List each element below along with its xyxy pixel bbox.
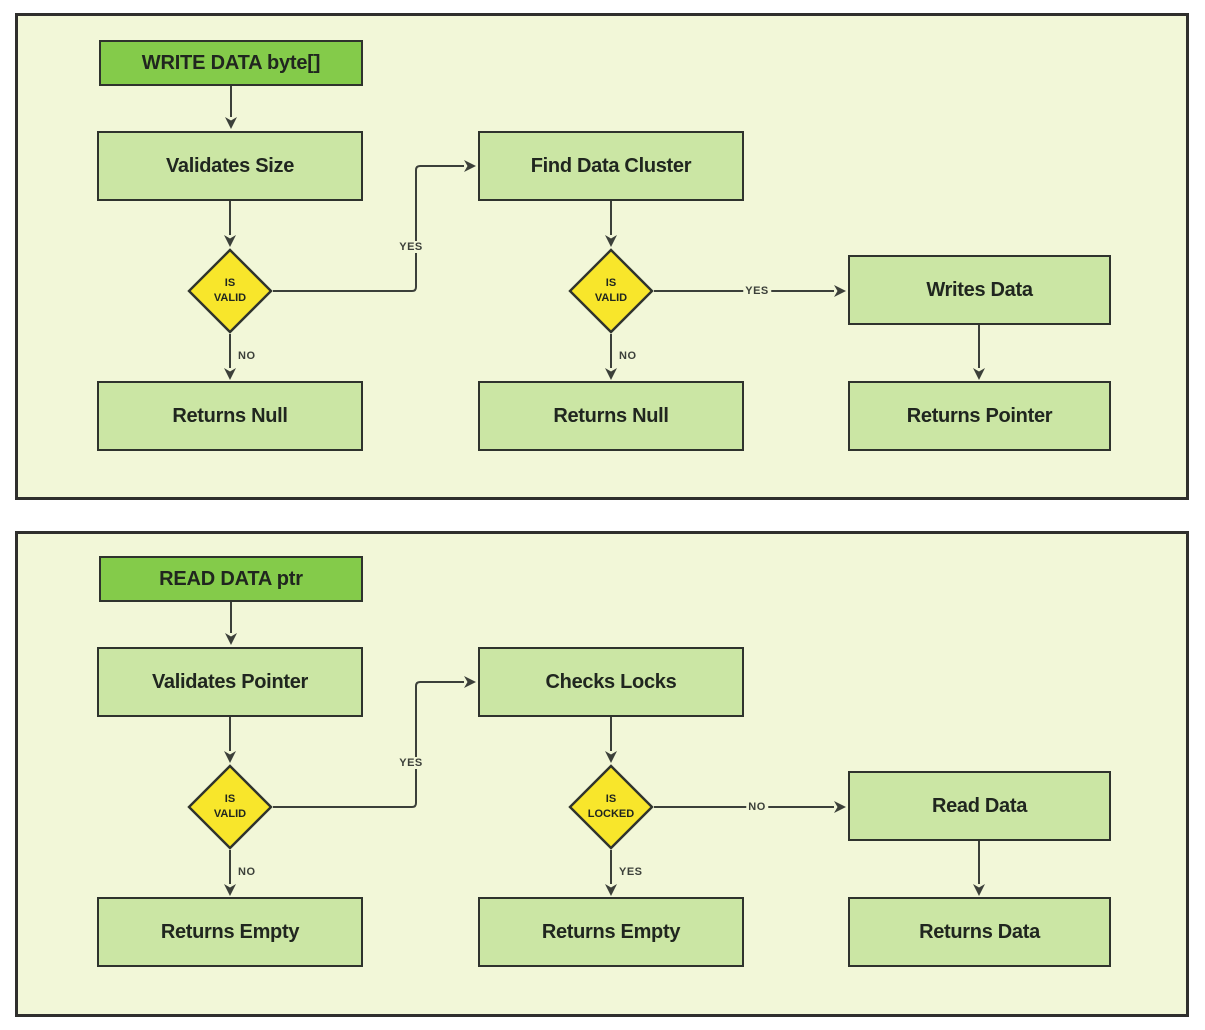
decision-is-valid-cluster-label: IS VALID	[568, 248, 654, 334]
read-flow-panel: READ DATA ptr Validates Pointer Checks L…	[15, 531, 1189, 1017]
edge-label-yes: YES	[617, 866, 645, 878]
decision-label-line2: VALID	[594, 292, 628, 304]
terminal-returns-empty-left-label: Returns Empty	[160, 920, 300, 943]
edge-label-yes: YES	[743, 285, 771, 297]
terminal-returns-pointer: Returns Pointer	[848, 381, 1111, 451]
edge-label-yes: YES	[397, 757, 425, 769]
process-validates-size: Validates Size	[97, 131, 363, 201]
decision-label-line1: IS	[605, 793, 617, 806]
edge-label-no: NO	[746, 801, 768, 813]
terminal-returns-empty-mid: Returns Empty	[478, 897, 744, 967]
decision-is-locked: IS LOCKED	[568, 764, 654, 850]
process-checks-locks: Checks Locks	[478, 647, 744, 717]
terminal-returns-pointer-label: Returns Pointer	[906, 404, 1053, 427]
diamond-shape-icon	[568, 764, 654, 850]
process-validates-size-label: Validates Size	[165, 154, 295, 177]
terminal-returns-data-label: Returns Data	[919, 920, 1040, 943]
terminal-returns-null-left-label: Returns Null	[172, 404, 288, 427]
process-find-data-cluster: Find Data Cluster	[478, 131, 744, 201]
diamond-shape-icon	[187, 248, 273, 334]
edge-label-no: NO	[617, 350, 639, 362]
terminal-returns-empty-left: Returns Empty	[97, 897, 363, 967]
read-flow-connectors	[224, 602, 985, 896]
decision-is-locked-label: IS LOCKED	[568, 764, 654, 850]
decision-is-valid-pointer-label: IS VALID	[187, 764, 273, 850]
edge-label-no: NO	[236, 350, 258, 362]
process-checks-locks-label: Checks Locks	[545, 670, 677, 693]
terminal-returns-empty-mid-label: Returns Empty	[541, 920, 681, 943]
decision-is-valid-size: IS VALID	[187, 248, 273, 334]
start-node-read-data: READ DATA ptr	[99, 556, 363, 602]
terminal-returns-null-left: Returns Null	[97, 381, 363, 451]
decision-label-line1: IS	[224, 793, 236, 806]
start-node-write-data: WRITE DATA byte[]	[99, 40, 363, 86]
decision-label-line1: IS	[224, 277, 236, 290]
edge-label-no: NO	[236, 866, 258, 878]
terminal-returns-null-mid: Returns Null	[478, 381, 744, 451]
decision-label-line1: IS	[605, 277, 617, 290]
edge-label-yes: YES	[397, 241, 425, 253]
diamond-shape-icon	[187, 764, 273, 850]
process-read-data: Read Data	[848, 771, 1111, 841]
process-writes-data: Writes Data	[848, 255, 1111, 325]
decision-is-valid-size-label: IS VALID	[187, 248, 273, 334]
process-validates-pointer: Validates Pointer	[97, 647, 363, 717]
decision-is-valid-cluster: IS VALID	[568, 248, 654, 334]
start-node-read-data-label: READ DATA ptr	[159, 567, 303, 590]
process-find-data-cluster-label: Find Data Cluster	[530, 154, 692, 177]
decision-is-valid-pointer: IS VALID	[187, 764, 273, 850]
terminal-returns-data: Returns Data	[848, 897, 1111, 967]
decision-label-line2: VALID	[213, 808, 247, 820]
process-read-data-label: Read Data	[931, 794, 1028, 817]
process-validates-pointer-label: Validates Pointer	[151, 670, 309, 693]
write-flow-panel: WRITE DATA byte[] Validates Size Find Da…	[15, 13, 1189, 500]
decision-label-line2: VALID	[213, 292, 247, 304]
diamond-shape-icon	[568, 248, 654, 334]
terminal-returns-null-mid-label: Returns Null	[553, 404, 669, 427]
decision-label-line2: LOCKED	[587, 808, 635, 820]
start-node-write-data-label: WRITE DATA byte[]	[141, 51, 321, 74]
write-flow-connectors	[224, 86, 985, 380]
process-writes-data-label: Writes Data	[926, 278, 1033, 301]
